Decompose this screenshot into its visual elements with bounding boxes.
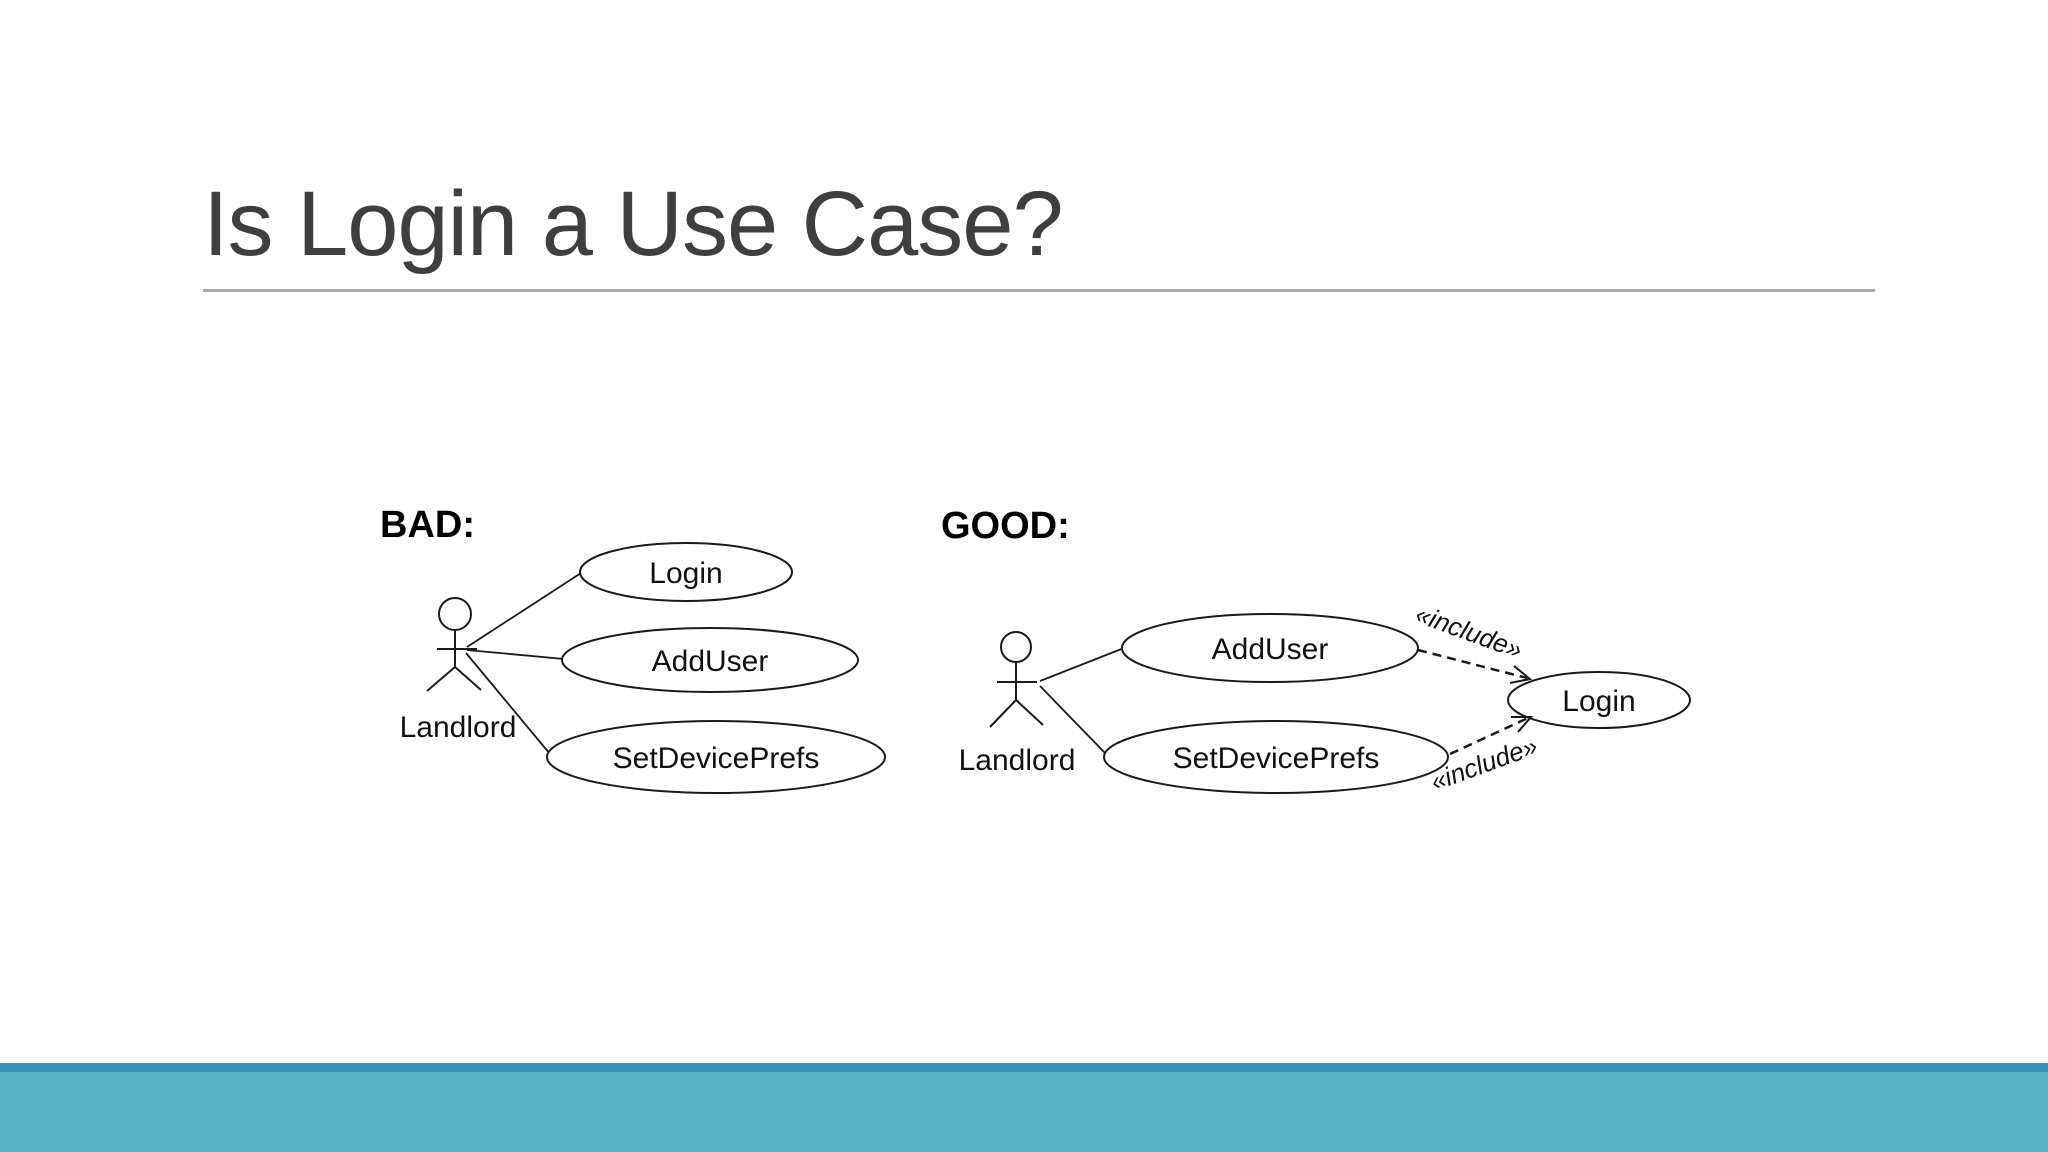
- bad-usecase-setdeviceprefs-ellipse: [546, 720, 886, 794]
- bad-assoc-login: [466, 572, 582, 648]
- bad-usecase-setdeviceprefs-label: SetDevicePrefs: [613, 742, 820, 775]
- bad-use-cases: [546, 542, 886, 794]
- good-assoc-adduser: [1039, 647, 1125, 682]
- good-actor-leg-right: [1015, 699, 1044, 726]
- title-underline: [203, 289, 1875, 292]
- good-usecase-setdeviceprefs-ellipse: [1103, 720, 1449, 794]
- include-arrowhead-lower: [1511, 716, 1534, 733]
- good-association-lines: [1039, 647, 1125, 755]
- bad-usecase-adduser-ellipse: [561, 627, 859, 693]
- include-stereotype-lower: «include»: [1426, 730, 1541, 796]
- good-actor-label: Landlord: [959, 744, 1076, 777]
- bad-actor-leg-left: [426, 666, 456, 692]
- good-usecase-login-label: Login: [1562, 685, 1635, 718]
- bad-actor-head: [438, 597, 472, 631]
- bad-actor-figure: [426, 597, 482, 692]
- good-actor-head: [1000, 631, 1032, 663]
- bottom-accent-strip: [0, 1063, 2048, 1072]
- good-usecase-adduser-label: AddUser: [1212, 633, 1329, 666]
- bad-heading: BAD:: [380, 504, 475, 546]
- good-assoc-setdeviceprefs: [1039, 685, 1107, 755]
- bad-usecase-adduser-label: AddUser: [652, 645, 769, 678]
- include-arrow-setdeviceprefs-login: [1449, 716, 1534, 756]
- good-diagram: GOOD: Landlord AddUser Set: [941, 505, 1691, 797]
- bottom-accent-bar: [0, 1072, 2048, 1152]
- good-actor-figure: [989, 631, 1044, 728]
- bad-diagram: BAD: Landlord Login: [380, 504, 886, 794]
- good-usecase-adduser-ellipse: [1121, 613, 1419, 683]
- good-usecase-setdeviceprefs-label: SetDevicePrefs: [1173, 742, 1380, 775]
- good-heading: GOOD:: [941, 505, 1070, 547]
- bad-usecase-login-label: Login: [649, 557, 722, 590]
- bad-assoc-setdeviceprefs: [465, 652, 551, 755]
- bad-actor-leg-right: [454, 666, 482, 691]
- good-actor-leg-left: [989, 699, 1017, 728]
- bad-assoc-adduser: [466, 649, 565, 660]
- bad-actor-label: Landlord: [400, 711, 517, 744]
- include-arrowhead-upper: [1509, 665, 1533, 684]
- good-use-cases: [1103, 613, 1691, 794]
- slide-title: Is Login a Use Case?: [203, 173, 1064, 275]
- good-usecase-login-ellipse: [1507, 671, 1691, 729]
- include-stereotype-upper: «include»: [1412, 598, 1527, 664]
- bad-association-lines: [465, 572, 582, 755]
- include-arrow-adduser-login: [1417, 648, 1533, 684]
- bad-usecase-login-ellipse: [579, 542, 793, 602]
- include-dashed-line-upper: [1417, 648, 1528, 680]
